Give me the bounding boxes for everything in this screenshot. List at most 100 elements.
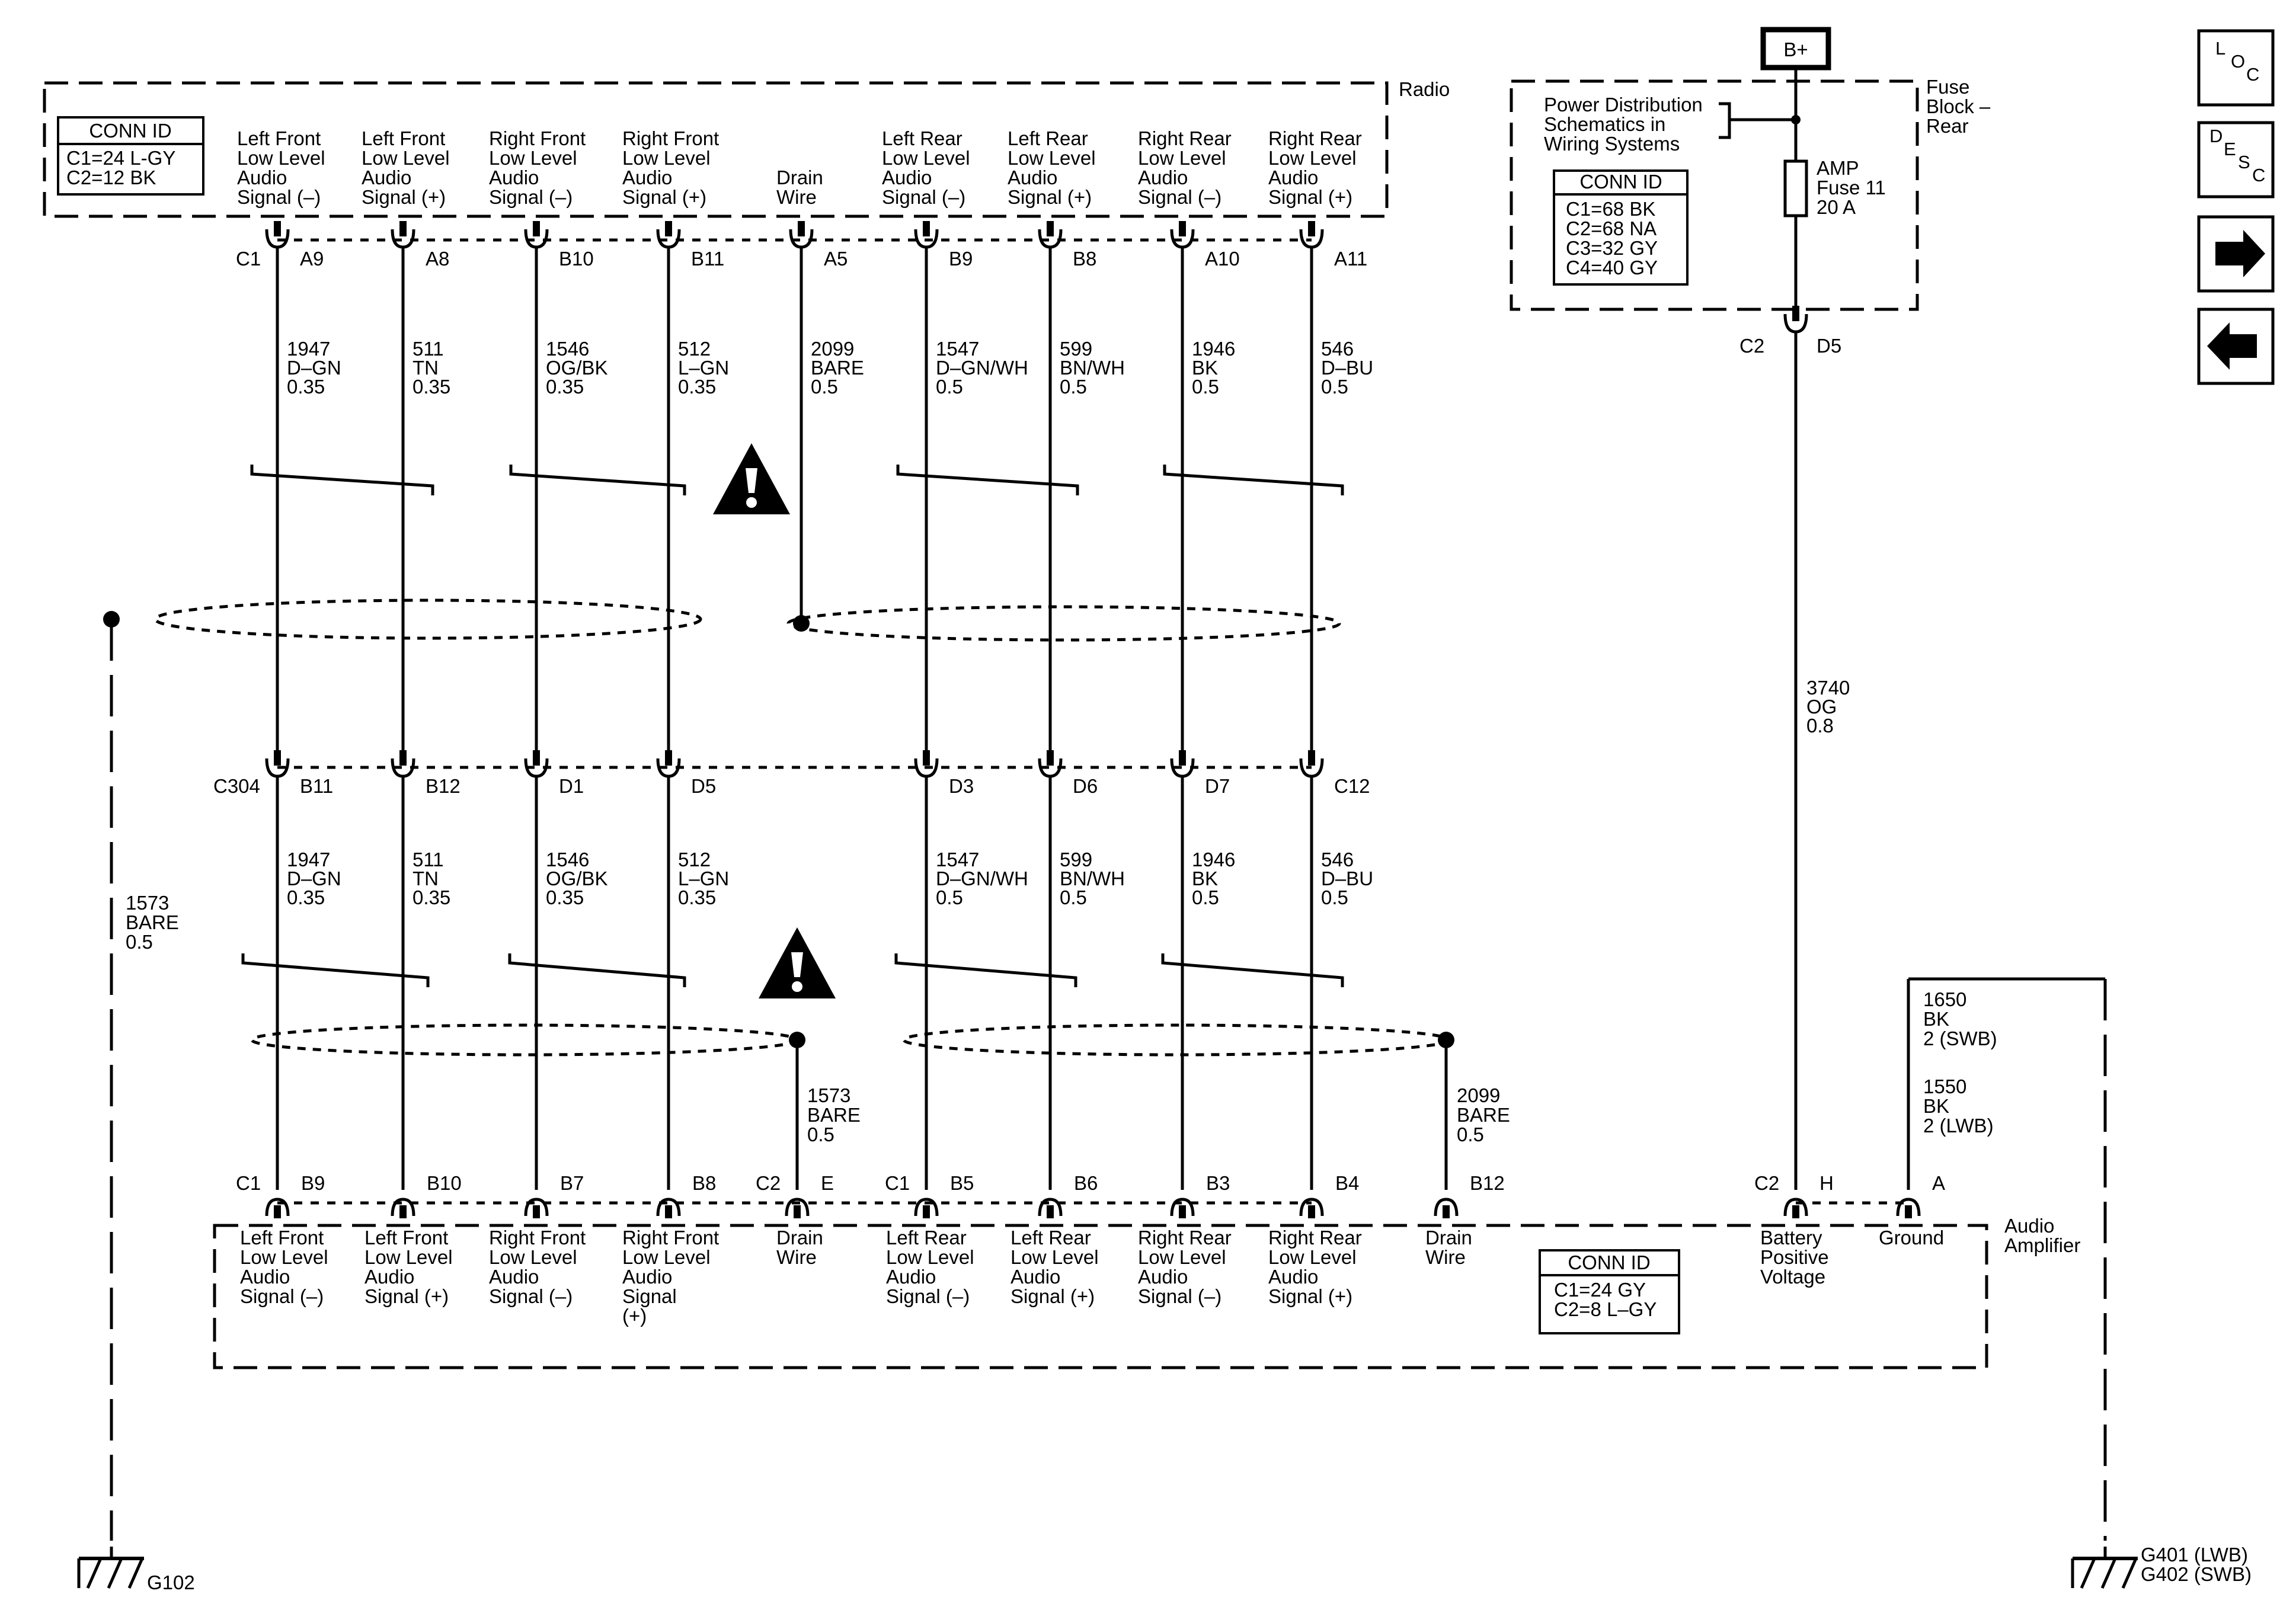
radio-pin-number: A11 [1334, 248, 1367, 270]
amp-pin-label: Low Level [886, 1246, 974, 1268]
amp-connector-name: C2 [756, 1172, 781, 1194]
ground-g401-label: G402 (SWB) [2141, 1563, 2252, 1585]
radio-pin-label: Right Front [622, 127, 719, 149]
radio-pin-label: Audio [362, 167, 411, 188]
fuse-out-connector: C2 [1739, 335, 1764, 357]
radio-pin-number: B11 [691, 248, 724, 270]
fuse-block-name: Rear [1926, 115, 1969, 137]
drain-rear-label: 2099 [1457, 1084, 1500, 1106]
fuse-out-terminal [1783, 313, 1808, 334]
note-bracket [1719, 102, 1731, 139]
amp-pin-label: Signal (+) [1268, 1285, 1352, 1307]
desc-icon-letter: E [2224, 139, 2236, 159]
c304-pin-number: D5 [691, 775, 716, 797]
amp-terminal-pin [533, 1205, 540, 1218]
fuse-block-name: Fuse [1926, 76, 1969, 98]
fuse-conn-id-row: C3=32 GY [1566, 237, 1658, 259]
amp-pin-label: Low Level [240, 1246, 328, 1268]
fuse-conn-id-box [1553, 169, 1689, 286]
upper-wire-label: 0.5 [936, 376, 963, 398]
amp-conn-id-title: CONN ID [1568, 1251, 1650, 1273]
radio-pin-number: B10 [559, 248, 594, 270]
fuse-icon [1783, 159, 1808, 217]
lower-wire-label: 1947 [287, 849, 330, 870]
upper-wire-label: 0.35 [678, 376, 716, 398]
radio-pin-number: A9 [300, 248, 324, 270]
radio-terminal [1170, 229, 1195, 249]
upper-wire-label: 511 [412, 338, 444, 360]
upper-wire-label: 0.35 [412, 376, 450, 398]
twisted-pair-rear-left [896, 465, 1079, 495]
radio-pin-label: Wire [776, 186, 817, 208]
amp-pin-number: B10 [427, 1172, 462, 1194]
radio-terminal [656, 229, 681, 249]
arrow-right-icon[interactable] [2197, 215, 2275, 293]
loc-icon[interactable]: LOC [2197, 29, 2275, 107]
amp-terminal [1038, 1198, 1063, 1217]
radio-pin-label: Low Level [362, 147, 450, 169]
arrow-left-shape [2207, 322, 2257, 370]
twisted-pair-front-left-lower [241, 953, 430, 987]
upper-wire-label: 0.5 [811, 376, 838, 398]
amplifier-name: Audio [2004, 1215, 2054, 1237]
c304-terminal-pin [1179, 750, 1186, 766]
fuse-conn-id-row: C2=68 NA [1566, 217, 1657, 239]
upper-wire-label: 0.5 [1192, 376, 1219, 398]
radio-pin-label: Audio [237, 167, 287, 188]
radio-pin-label: Low Level [1008, 147, 1096, 169]
lower-wire-label: 0.5 [1192, 886, 1219, 908]
amp-connector-name: C1 [885, 1172, 910, 1194]
radio-pin-label: Left Rear [1008, 127, 1088, 149]
amp-pin-label: Audio [886, 1266, 936, 1288]
shield-rear-upper [786, 605, 1341, 642]
amp-pin-number: A [1932, 1172, 1945, 1194]
ground-g401-icon-hatch [2100, 1557, 2117, 1589]
amp-pin-number: B7 [560, 1172, 584, 1194]
upper-wire-label: OG/BK [546, 357, 608, 379]
amp-terminal [1299, 1198, 1324, 1217]
fuse-label: AMP [1817, 157, 1859, 179]
c304-terminal [524, 758, 549, 778]
ground-wire-lwb-label: BK [1923, 1095, 1949, 1117]
radio-terminal [524, 229, 549, 249]
drain-front-label: 1573 [807, 1084, 850, 1106]
amp-pin-number: B12 [1470, 1172, 1505, 1194]
warning-icon-dot [746, 497, 757, 508]
c304-pin-number: D6 [1073, 775, 1098, 797]
lower-wire-label: D–GN [287, 868, 341, 889]
radio-pin-label: Signal (+) [1008, 186, 1092, 208]
amp-pin-label: Signal (+) [1011, 1285, 1095, 1307]
loc-icon-letter: O [2231, 51, 2245, 72]
amp-pin-label: Left Front [364, 1227, 448, 1249]
amp-terminal [656, 1198, 681, 1217]
drain-front-label: BARE [807, 1104, 861, 1126]
amp-pin-label: Right Rear [1138, 1227, 1232, 1249]
radio-pin-number: A8 [426, 248, 449, 270]
radio-pin-label: Drain [776, 167, 823, 188]
battery-power-label: B+ [1783, 39, 1808, 60]
ground-g102-icon-hatch [127, 1557, 144, 1589]
radio-pin-label: Audio [1008, 167, 1057, 188]
c304-terminal [265, 758, 290, 778]
radio-name: Radio [1399, 78, 1450, 100]
radio-pin-label: Right Front [489, 127, 586, 149]
amp-conn-id-box [1539, 1249, 1680, 1334]
left-ground-wire-label: BARE [126, 911, 179, 933]
fuse-block-box [1510, 79, 1919, 311]
radio-pin-number: A10 [1205, 248, 1240, 270]
ground-g401-label: G401 (LWB) [2141, 1544, 2248, 1566]
radio-terminal-pin [399, 221, 407, 236]
desc-icon-letter: D [2209, 126, 2223, 146]
amp-conn-id-row: C1=24 GY [1554, 1279, 1646, 1301]
amp-pin-label: Signal (–) [1138, 1285, 1221, 1307]
amp-terminal [785, 1198, 810, 1217]
radio-pin-label: Low Level [489, 147, 577, 169]
amp-terminal-pin [274, 1205, 281, 1218]
arrow-left-icon[interactable] [2197, 308, 2275, 385]
c304-pin-number: D3 [949, 775, 974, 797]
radio-pin-number: B9 [949, 248, 973, 270]
upper-wire-label: 599 [1060, 338, 1092, 360]
amp-terminal-pin [1047, 1205, 1054, 1218]
